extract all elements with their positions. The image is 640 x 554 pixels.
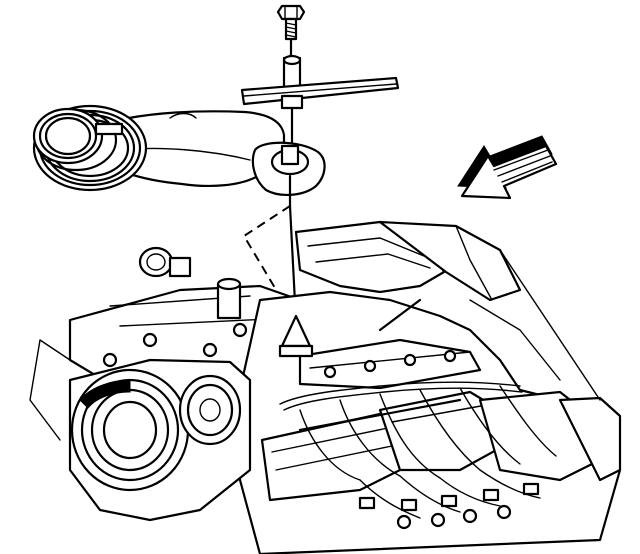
fuel-injection-lines-icon <box>279 298 561 530</box>
hose-clamp-icon <box>32 104 148 192</box>
direction-arrow-icon <box>457 135 558 200</box>
bolt-icon <box>276 4 306 58</box>
accessory-pulley-icon <box>29 339 252 522</box>
bracket-icon <box>240 54 400 152</box>
